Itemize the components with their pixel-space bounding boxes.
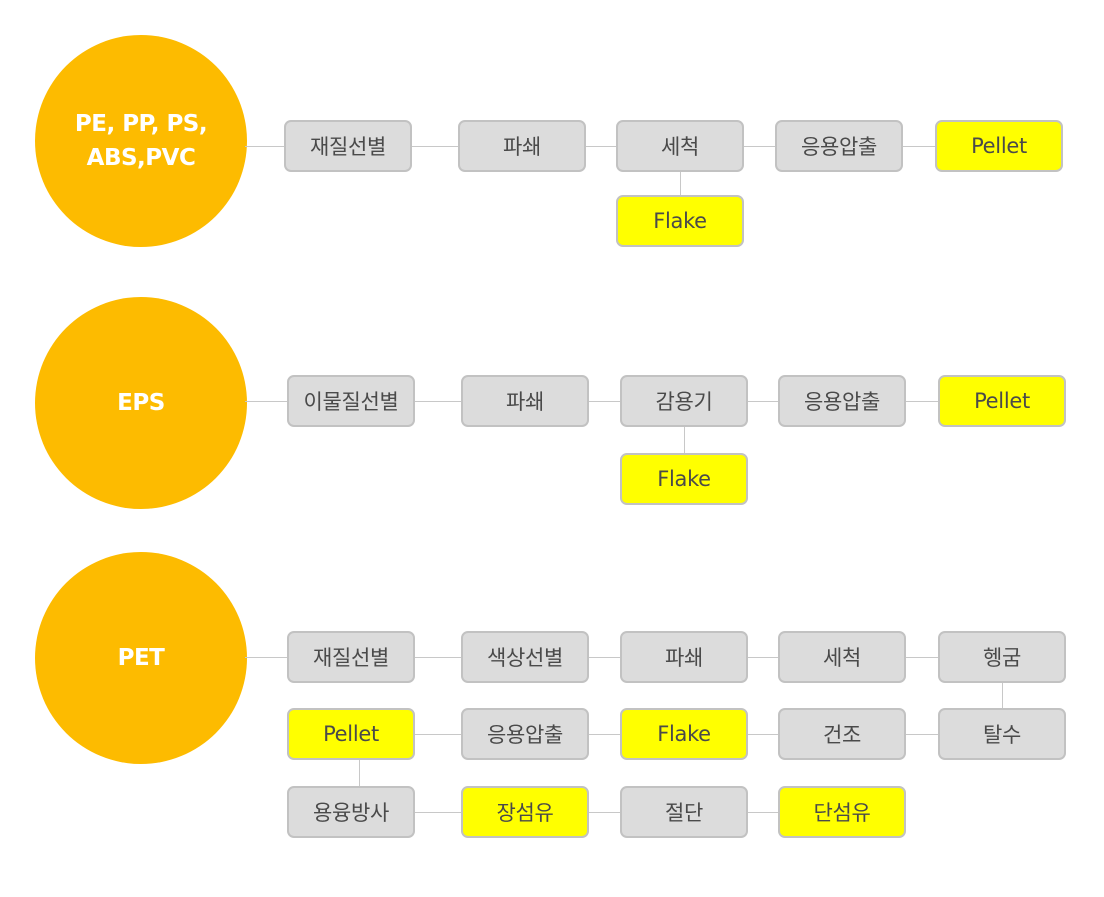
connector <box>748 734 778 735</box>
connector <box>589 401 620 402</box>
process-box: 재질선별 <box>284 120 412 172</box>
process-box: 이물질선별 <box>287 375 415 427</box>
connector <box>415 657 461 658</box>
process-box: 응용압출 <box>778 375 906 427</box>
connector <box>903 146 935 147</box>
process-box: 세척 <box>616 120 744 172</box>
connector <box>245 146 286 147</box>
output-box: Pellet <box>935 120 1063 172</box>
connector <box>906 401 938 402</box>
connector <box>906 734 938 735</box>
connector <box>415 734 461 735</box>
output-box: 단섬유 <box>778 786 906 838</box>
connector <box>412 146 458 147</box>
process-box: 응용압출 <box>775 120 903 172</box>
connector <box>680 172 681 195</box>
connector <box>245 657 287 658</box>
output-box: 장섬유 <box>461 786 589 838</box>
output-box: Pellet <box>287 708 415 760</box>
output-box: Flake <box>620 453 748 505</box>
connector <box>684 427 685 453</box>
connector <box>245 401 288 402</box>
connector <box>1002 683 1003 708</box>
connector <box>744 146 775 147</box>
process-box: 용융방사 <box>287 786 415 838</box>
process-box: 세척 <box>778 631 906 683</box>
connector <box>359 760 360 786</box>
output-box: Flake <box>620 708 748 760</box>
process-box: 건조 <box>778 708 906 760</box>
connector <box>586 146 616 147</box>
process-box: 감용기 <box>620 375 748 427</box>
process-box: 색상선별 <box>461 631 589 683</box>
connector <box>748 812 778 813</box>
connector <box>589 812 620 813</box>
connector <box>906 657 938 658</box>
material-circle-eps: EPS <box>35 297 247 509</box>
material-circle-pet: PET <box>35 552 247 764</box>
connector <box>415 812 461 813</box>
material-circle-pe-pp-ps-abs-pvc: PE, PP, PS, ABS,PVC <box>35 35 247 247</box>
process-box: 절단 <box>620 786 748 838</box>
process-box: 재질선별 <box>287 631 415 683</box>
connector <box>589 657 620 658</box>
process-box: 파쇄 <box>461 375 589 427</box>
connector <box>589 734 620 735</box>
process-box: 탈수 <box>938 708 1066 760</box>
connector <box>748 401 778 402</box>
connector <box>415 401 461 402</box>
process-box: 헹굼 <box>938 631 1066 683</box>
connector <box>748 657 778 658</box>
process-box: 파쇄 <box>458 120 586 172</box>
output-box: Flake <box>616 195 744 247</box>
output-box: Pellet <box>938 375 1066 427</box>
process-box: 응용압출 <box>461 708 589 760</box>
process-box: 파쇄 <box>620 631 748 683</box>
